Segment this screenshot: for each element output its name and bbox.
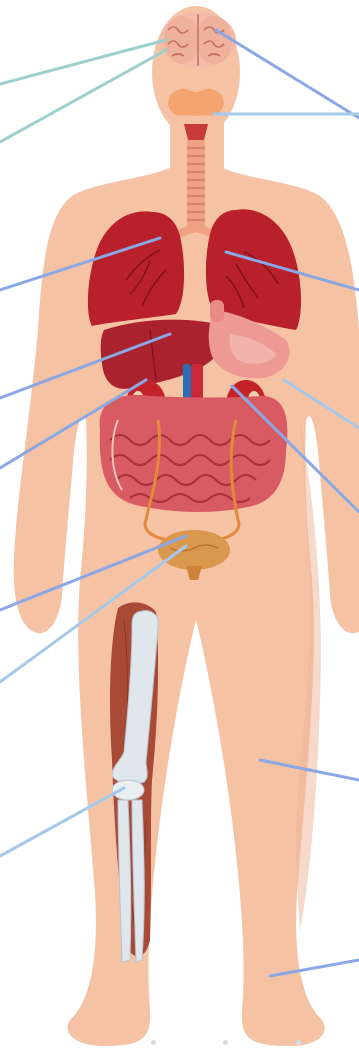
brain-icon xyxy=(160,12,236,68)
leader-line-brain-a xyxy=(0,40,166,84)
torso xyxy=(14,168,359,1046)
pager-dot xyxy=(296,1040,301,1045)
pager-dot xyxy=(151,1040,156,1045)
leader-line-brain-b xyxy=(0,50,166,142)
pager-dot xyxy=(223,1040,228,1045)
body-silhouette xyxy=(14,6,359,1046)
